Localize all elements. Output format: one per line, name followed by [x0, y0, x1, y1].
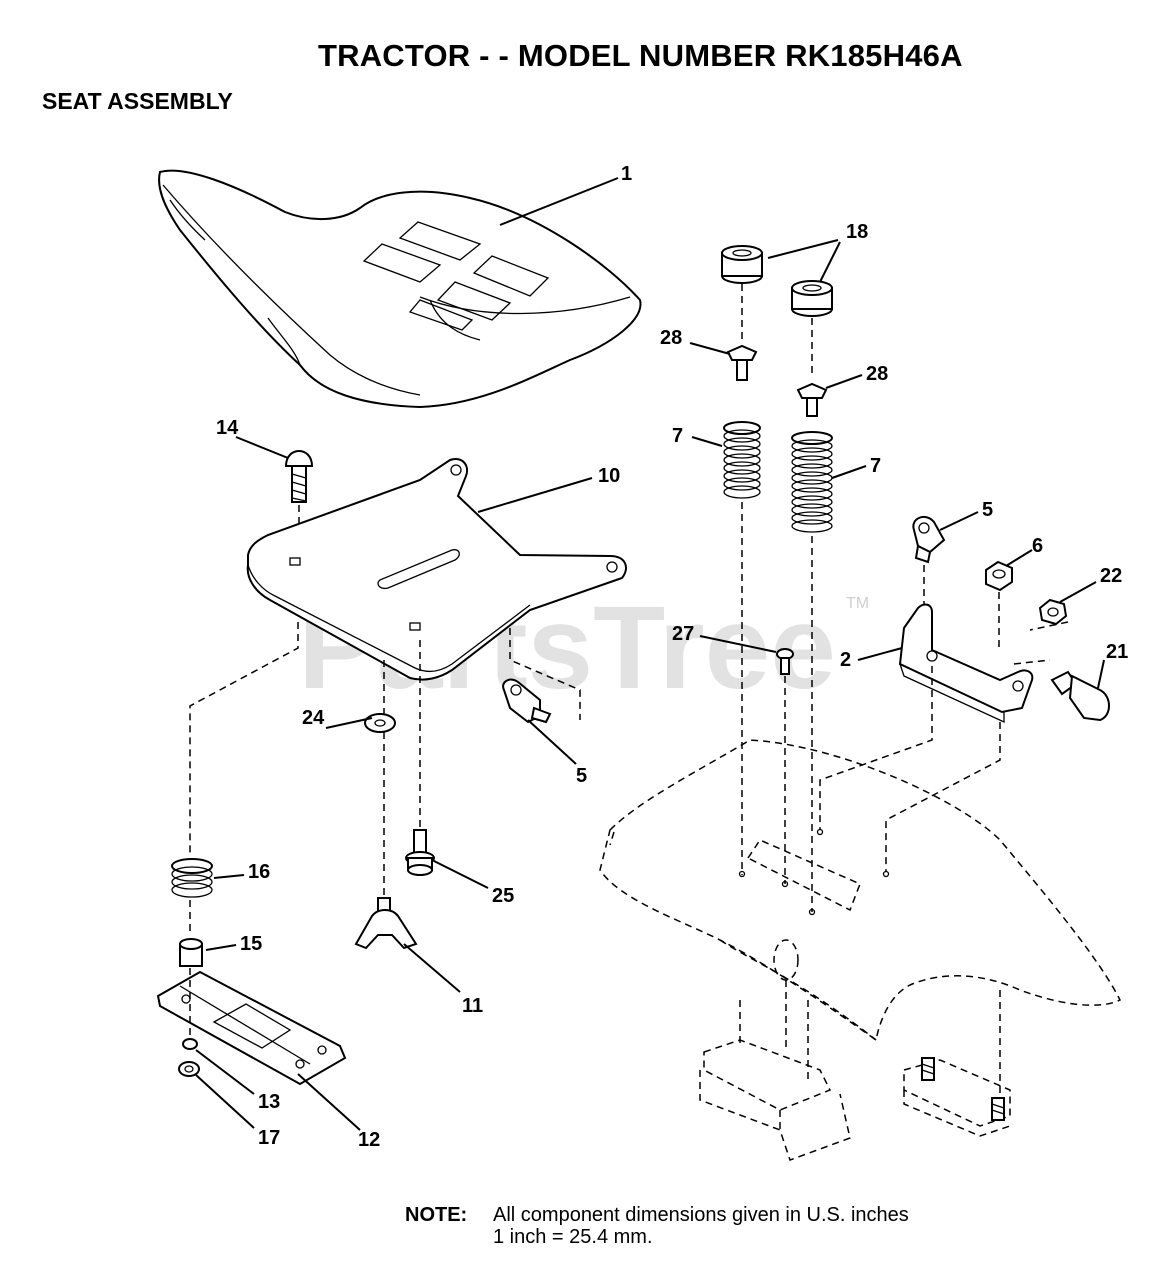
note-line-1: All component dimensions given in U.S. i…	[493, 1204, 909, 1226]
bolt-14	[284, 450, 314, 503]
washer-24	[364, 713, 396, 733]
callout-17: 17	[258, 1127, 280, 1149]
frame-bolt-right	[991, 1097, 1005, 1121]
callout-13: 13	[258, 1091, 280, 1113]
callout-5a: 5	[982, 499, 993, 521]
spring-16	[171, 858, 213, 898]
washer-13	[182, 1038, 198, 1050]
callout-5b: 5	[576, 765, 587, 787]
nut-22	[1038, 598, 1068, 626]
track-plate-12	[156, 970, 347, 1086]
watermark-trademark: TM	[846, 595, 869, 612]
callout-7b: 7	[870, 455, 881, 477]
pin-27	[776, 648, 794, 675]
callout-27: 27	[672, 623, 694, 645]
note-label: NOTE:	[405, 1204, 468, 1226]
callout-28a: 28	[660, 327, 682, 349]
cushion-18b	[791, 280, 833, 317]
callout-18: 18	[846, 221, 868, 243]
callout-6: 6	[1032, 535, 1043, 557]
callout-11: 11	[462, 995, 483, 1017]
bushing-15	[179, 938, 203, 967]
bolt-25	[405, 829, 435, 876]
nut-6	[985, 560, 1013, 592]
section-title: SEAT ASSEMBLY	[42, 88, 233, 114]
tractor-frame	[599, 739, 1122, 1161]
callout-7a: 7	[672, 425, 683, 447]
bracket-2	[898, 603, 1034, 724]
callout-10: 10	[598, 465, 620, 487]
cushion-18a	[721, 245, 763, 284]
callout-21: 21	[1106, 641, 1128, 663]
spring-7b	[791, 431, 833, 533]
screw-28a	[726, 344, 758, 381]
note-text: All component dimensions given in U.S. i…	[493, 1204, 909, 1248]
callout-1: 1	[621, 163, 632, 185]
callout-24: 24	[302, 707, 325, 729]
callout-2: 2	[840, 649, 851, 671]
callout-15: 15	[240, 933, 262, 955]
frame-bolt-left	[921, 1057, 935, 1081]
callout-16: 16	[248, 861, 270, 883]
screw-28b	[796, 382, 828, 417]
seat-part	[158, 169, 642, 409]
callout-25: 25	[492, 885, 514, 907]
seat-pan-10	[246, 458, 627, 681]
callout-14: 14	[216, 417, 239, 439]
bolt-21	[1050, 670, 1110, 722]
nut-17	[178, 1061, 200, 1077]
spring-7a	[723, 421, 761, 499]
page-title: TRACTOR - - MODEL NUMBER RK185H46A	[318, 38, 963, 73]
clip-5-right	[912, 515, 946, 564]
clip-5-left	[502, 678, 552, 724]
footnote: NOTE: All component dimensions given in U…	[405, 1204, 909, 1248]
knob-11	[354, 897, 418, 950]
note-line-2: 1 inch = 25.4 mm.	[493, 1226, 653, 1248]
callout-12: 12	[358, 1129, 380, 1151]
callout-28b: 28	[866, 363, 888, 385]
callout-22: 22	[1100, 565, 1122, 587]
